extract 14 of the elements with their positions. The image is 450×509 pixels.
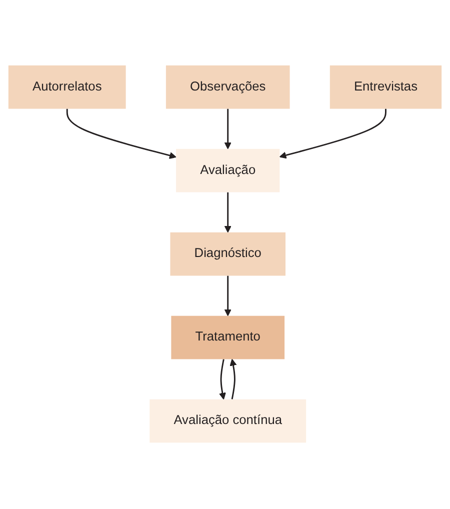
node-box: Diagnóstico <box>170 232 286 276</box>
node-box: Tratamento <box>171 316 285 360</box>
node-box: Observações <box>166 66 290 110</box>
node-box: Autorrelatos <box>8 66 126 110</box>
node-box: Avaliação <box>176 149 280 193</box>
node-box: Avaliação contínua <box>150 400 306 444</box>
arrow <box>224 109 232 150</box>
arrow <box>219 360 226 400</box>
arrow <box>279 109 386 160</box>
arrow <box>224 192 232 234</box>
arrow <box>66 109 176 160</box>
arrow <box>224 276 232 317</box>
node-box: Entrevistas <box>330 66 442 110</box>
arrow <box>230 359 237 400</box>
